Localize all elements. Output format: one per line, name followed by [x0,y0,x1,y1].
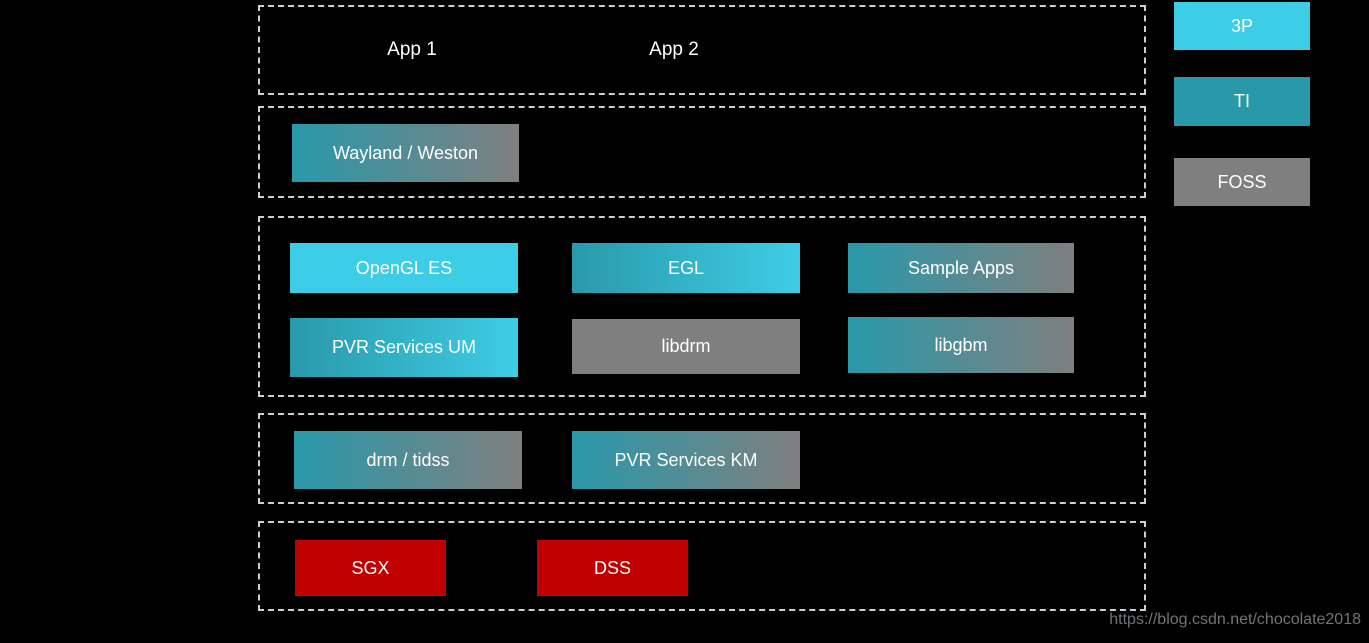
legend-label: TI [1234,91,1250,111]
layer-compositor: Wayland / Weston [258,106,1146,198]
layer-hardware: SGX DSS [258,521,1146,611]
legend-ti: TI [1174,77,1310,126]
watermark-url: https://blog.csdn.net/chocolate2018 [1109,611,1361,628]
block-dss: DSS [537,540,688,596]
legend-label: FOSS [1217,171,1267,192]
app2-label: App 2 [649,39,699,60]
block-drm-tidss: drm / tidss [294,431,522,489]
app1-label: App 1 [387,39,437,60]
legend-label: 3P [1230,15,1254,36]
block-label: Sample Apps [907,257,1015,278]
layer-kernel: drm / tidss PVR Services KM [258,413,1146,504]
block-label: libdrm [661,336,711,356]
block-libdrm: libdrm [572,319,800,374]
block-label: EGL [667,257,705,278]
block-opengl-es: OpenGL ES [290,243,518,293]
block-pvr-services-um: PVR Services UM [290,318,518,377]
layer-graphics-userspace: OpenGL ES EGL Sample Apps PVR Services U… [258,216,1146,397]
block-label: PVR Services UM [331,337,477,357]
block-pvr-services-km: PVR Services KM [572,431,800,489]
layer-applications: App 1 App 2 [258,5,1146,95]
block-label: OpenGL ES [355,257,453,278]
block-label: drm / tidss [366,449,450,470]
block-sgx: SGX [295,540,446,596]
legend-foss: FOSS [1174,158,1310,206]
block-label: SGX [351,557,390,578]
block-sample-apps: Sample Apps [848,243,1074,293]
block-label: DSS [593,557,631,578]
block-libgbm: libgbm [848,317,1074,373]
block-label: Wayland / Weston [332,142,479,163]
block-label: PVR Services KM [614,449,758,470]
block-egl: EGL [572,243,800,293]
block-label: libgbm [934,334,988,355]
block-wayland-weston: Wayland / Weston [292,124,519,182]
legend-3p: 3P [1174,2,1310,50]
